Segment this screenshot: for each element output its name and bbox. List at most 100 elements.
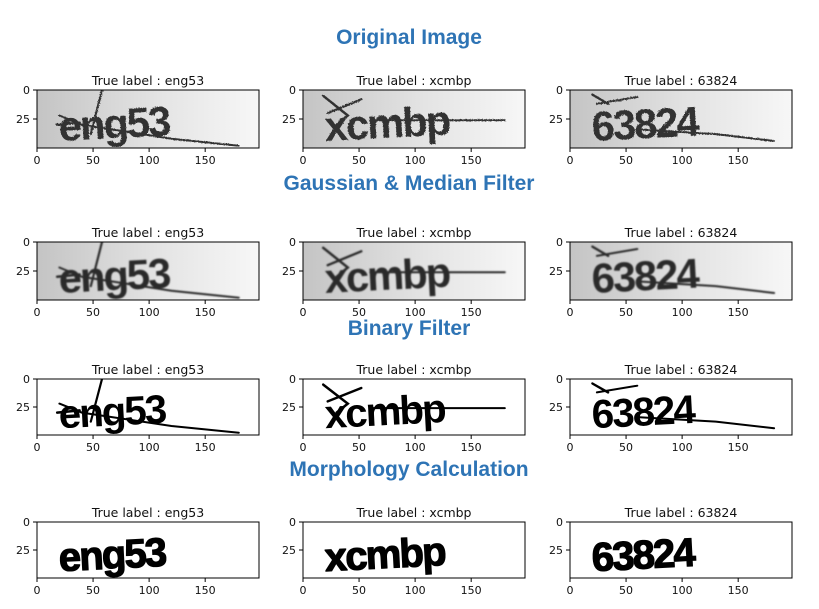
x-tick-label: 100	[139, 441, 160, 454]
x-tick-label: 50	[619, 441, 633, 454]
x-tick-label: 150	[195, 584, 216, 597]
noise-stroke	[326, 98, 363, 115]
panel-title: True label : xcmbp	[355, 225, 471, 240]
captcha-image	[303, 522, 525, 578]
x-tick-label: 150	[195, 441, 216, 454]
panel-title: True label : xcmbp	[355, 362, 471, 377]
captcha-image	[37, 379, 259, 435]
captcha-glyphs: xcmbp	[323, 385, 446, 437]
x-tick-label: 100	[405, 584, 426, 597]
panel-title: True label : eng53	[91, 505, 204, 520]
captcha-image	[303, 90, 525, 148]
x-tick-label: 150	[461, 306, 482, 319]
x-tick-label: 0	[34, 441, 41, 454]
x-tick-label: 0	[300, 154, 307, 167]
noise-stroke	[636, 128, 776, 142]
y-tick-label: 0	[556, 84, 563, 97]
x-tick-label: 0	[300, 584, 307, 597]
x-tick-label: 0	[567, 584, 574, 597]
y-tick-label: 25	[16, 265, 30, 278]
noise-stroke	[636, 280, 776, 294]
x-tick-label: 100	[405, 306, 426, 319]
noise-stroke	[321, 246, 350, 279]
y-tick-label: 25	[549, 544, 563, 557]
captcha-image	[303, 379, 525, 435]
x-tick-label: 50	[86, 441, 100, 454]
x-tick-label: 0	[34, 584, 41, 597]
noise-stroke	[595, 248, 639, 257]
noise-stroke	[595, 384, 639, 394]
y-tick-label: 0	[556, 373, 563, 386]
x-tick-label: 50	[352, 306, 366, 319]
panel-title: True label : 63824	[624, 225, 738, 240]
x-tick-label: 100	[139, 154, 160, 167]
x-tick-label: 100	[405, 441, 426, 454]
captcha-glyphs: xcmbp	[323, 249, 450, 302]
panel-title: True label : eng53	[91, 73, 204, 88]
section-heading: Morphology Calculation	[289, 458, 528, 481]
x-tick-label: 0	[34, 154, 41, 167]
x-tick-label: 50	[352, 584, 366, 597]
x-tick-label: 100	[672, 441, 693, 454]
y-tick-label: 0	[289, 236, 296, 249]
x-tick-label: 100	[672, 154, 693, 167]
captcha-glyphs: 63824	[590, 97, 700, 150]
captcha-image	[570, 522, 792, 578]
noise-stroke	[55, 273, 81, 279]
captcha-glyphs: 63824	[590, 249, 700, 302]
y-tick-label: 0	[23, 84, 30, 97]
x-tick-label: 50	[86, 306, 100, 319]
captcha-glyphs: eng53	[57, 529, 166, 581]
panel-title: True label : eng53	[91, 225, 204, 240]
y-tick-label: 0	[556, 516, 563, 529]
y-tick-label: 0	[556, 236, 563, 249]
x-tick-label: 150	[461, 584, 482, 597]
x-tick-label: 150	[461, 154, 482, 167]
y-tick-label: 25	[549, 113, 563, 126]
x-tick-label: 50	[619, 154, 633, 167]
y-tick-label: 25	[16, 544, 30, 557]
section-heading: Binary Filter	[348, 317, 471, 340]
panel-title: True label : 63824	[624, 73, 738, 88]
x-tick-label: 50	[619, 306, 633, 319]
x-tick-label: 0	[567, 306, 574, 319]
y-tick-label: 25	[16, 401, 30, 414]
noise-stroke	[326, 386, 363, 403]
x-tick-label: 0	[567, 441, 574, 454]
captcha-image	[37, 90, 259, 148]
captcha-glyphs: 63824	[590, 386, 697, 437]
noise-stroke	[55, 121, 81, 127]
y-tick-label: 0	[289, 516, 296, 529]
noise-stroke	[321, 383, 350, 414]
x-tick-label: 150	[461, 441, 482, 454]
y-tick-label: 25	[549, 401, 563, 414]
x-tick-label: 50	[86, 584, 100, 597]
noise-stroke	[58, 266, 240, 299]
x-tick-label: 100	[405, 154, 426, 167]
y-tick-label: 25	[282, 113, 296, 126]
captcha-image	[37, 522, 259, 578]
x-tick-label: 50	[352, 441, 366, 454]
x-tick-label: 50	[352, 154, 366, 167]
noise-stroke	[58, 402, 240, 434]
captcha-image	[37, 242, 259, 300]
x-tick-label: 100	[672, 584, 693, 597]
noise-stroke	[326, 250, 363, 267]
captcha-glyphs: xcmbp	[323, 97, 450, 150]
panel-title: True label : xcmbp	[355, 73, 471, 88]
x-tick-label: 100	[139, 306, 160, 319]
panel-title: True label : eng53	[91, 362, 204, 377]
x-tick-label: 150	[195, 154, 216, 167]
noise-stroke	[595, 96, 639, 105]
y-tick-label: 25	[282, 401, 296, 414]
captcha-glyphs: xcmbp	[323, 528, 446, 580]
y-tick-label: 0	[23, 516, 30, 529]
x-tick-label: 0	[34, 306, 41, 319]
y-tick-label: 25	[549, 265, 563, 278]
